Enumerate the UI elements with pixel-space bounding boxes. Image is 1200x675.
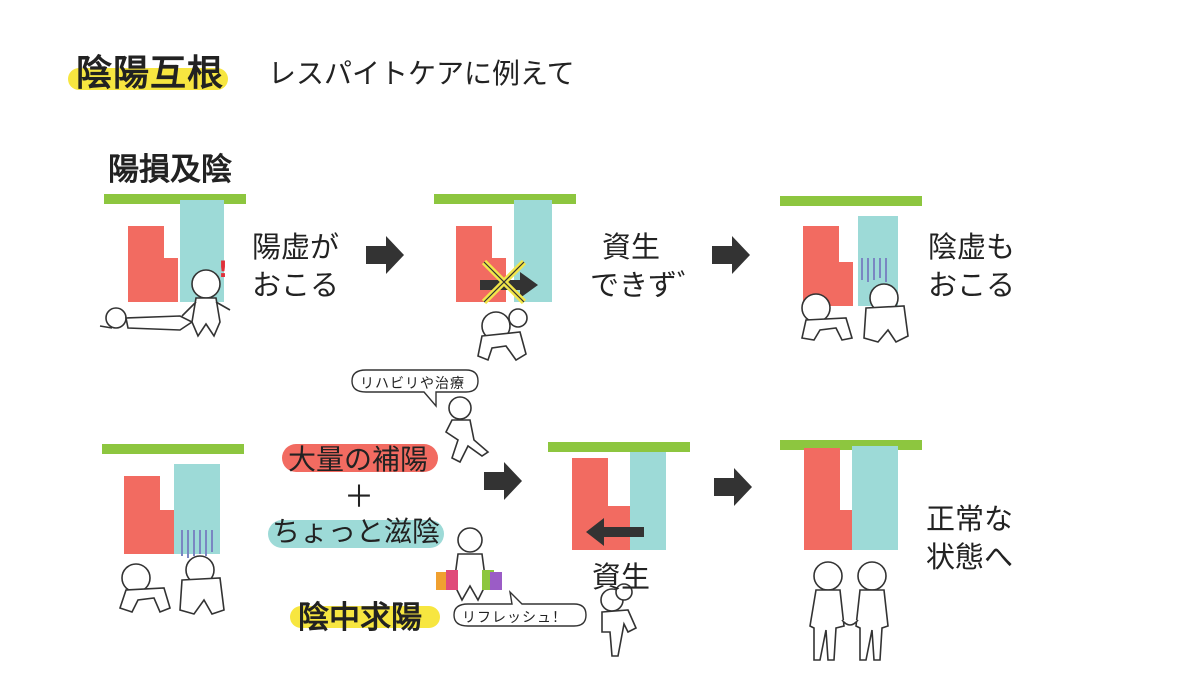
- running-person-icon: [444, 396, 490, 464]
- depletion-lines-icon-2: [181, 530, 213, 558]
- yang-block-6: [804, 448, 840, 550]
- section-title-yang-damage: 陽損及陰: [108, 152, 232, 188]
- yang-treatment-label: 大量の補陽: [288, 443, 429, 476]
- right-arrow-icon-1: [366, 236, 404, 274]
- yang-block-3b: [839, 262, 853, 306]
- yang-block-1b: [164, 258, 178, 302]
- refresh-bubble: [453, 589, 587, 627]
- yin-treatment-label: ちょっと滋陰: [272, 515, 441, 548]
- carrying-person-icon: [600, 583, 638, 657]
- bottom-step3-label: 正常な 状態へ: [926, 502, 1014, 574]
- step1-label: 陽虚が おこる: [252, 230, 340, 302]
- yang-treatment-pill: [282, 444, 438, 472]
- surprised-person-icon: [181, 269, 231, 338]
- exclamation-mark: !: [218, 258, 229, 283]
- left-arrow-icon: [586, 518, 644, 546]
- crouching-person-icon: [863, 283, 909, 344]
- refresh-bubble-text: リフレッシュ！: [462, 610, 567, 626]
- lying-person-icon: [99, 307, 194, 331]
- hand-holding-people-icon: [809, 561, 889, 661]
- step3-label: 陰虚も おこる: [928, 230, 1016, 302]
- depletion-lines-icon: [861, 258, 887, 282]
- page-title: 陰陽互根: [76, 53, 225, 94]
- rehab-bubble: [351, 369, 479, 408]
- yang-block-6b: [840, 510, 852, 550]
- title-highlight: [68, 68, 228, 90]
- page-subtitle: レスパイトケアに例えて: [268, 57, 575, 90]
- kneeling-person-icon: [801, 293, 854, 341]
- top-bar-6: [780, 440, 922, 450]
- keyword-label: 陰中求陽: [298, 600, 422, 636]
- keyword-highlight: [290, 606, 440, 628]
- shopping-person-icon: [453, 527, 487, 602]
- top-bar-2: [434, 194, 576, 204]
- yin-block-4: [174, 464, 220, 554]
- yin-treatment-pill: [268, 520, 444, 548]
- top-bar-3: [780, 196, 922, 206]
- yang-block-1: [128, 226, 164, 302]
- bottom-step2-label: 資生: [592, 560, 651, 594]
- blocked-arrow-icon: [480, 259, 538, 305]
- plus-sign: ＋: [344, 480, 374, 515]
- right-arrow-icon-4: [714, 468, 752, 506]
- top-bar-4: [102, 444, 244, 454]
- right-arrow-icon-3: [484, 462, 522, 500]
- shopping-bags-icon: [436, 570, 502, 590]
- yang-block-4b: [160, 510, 174, 554]
- yin-block-6: [852, 446, 898, 550]
- yang-block-4: [124, 476, 160, 554]
- top-bar-1: [104, 194, 246, 204]
- step2-label: 資生 できずﾞ: [590, 230, 692, 302]
- top-bar-5: [548, 442, 690, 452]
- crawling-person-icon: [477, 308, 528, 362]
- crouching-person-icon-2: [179, 555, 225, 615]
- rehab-bubble-text: リハビリや治療: [360, 376, 465, 392]
- yang-block-3: [803, 226, 839, 306]
- right-arrow-icon-2: [712, 236, 750, 274]
- kneeling-person-icon-2: [118, 563, 171, 614]
